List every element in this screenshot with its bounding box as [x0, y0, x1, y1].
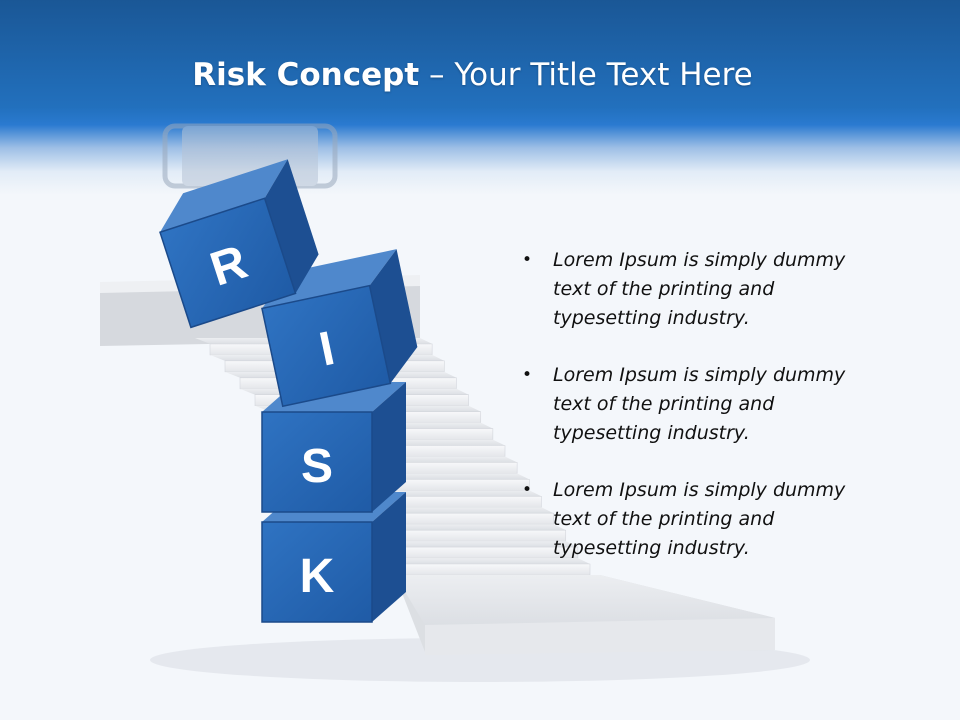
stair-tread	[375, 541, 578, 548]
risk-block-r[interactable]: R	[151, 159, 328, 329]
title-bold-text: Risk Concept	[192, 57, 420, 93]
block-letter-s: S	[301, 440, 333, 493]
block-letter-k: K	[300, 550, 335, 603]
bullet-item: • Lorem Ipsum is simply dummy text of the…	[520, 476, 850, 563]
title-banner	[0, 0, 960, 195]
bullet-text: Lorem Ipsum is simply dummy text of the …	[553, 479, 846, 559]
bullet-list[interactable]: • Lorem Ipsum is simply dummy text of the…	[520, 246, 850, 591]
bullet-dot-icon: •	[522, 365, 533, 385]
bullet-text: Lorem Ipsum is simply dummy text of the …	[553, 364, 846, 444]
stair-tread	[360, 524, 566, 531]
bullet-text: Lorem Ipsum is simply dummy text of the …	[553, 249, 846, 329]
stair-tread	[390, 558, 590, 564]
bullet-item: • Lorem Ipsum is simply dummy text of the…	[520, 361, 850, 448]
bottom-landing	[395, 575, 775, 655]
risk-block-s[interactable]: S	[261, 382, 406, 513]
title-subtitle-text: – Your Title Text Here	[419, 57, 753, 93]
slide-title[interactable]: Risk Concept – Your Title Text Here	[0, 52, 945, 98]
bullet-dot-icon: •	[522, 250, 533, 270]
bullet-item: • Lorem Ipsum is simply dummy text of the…	[520, 246, 850, 333]
bullet-dot-icon: •	[522, 480, 533, 500]
